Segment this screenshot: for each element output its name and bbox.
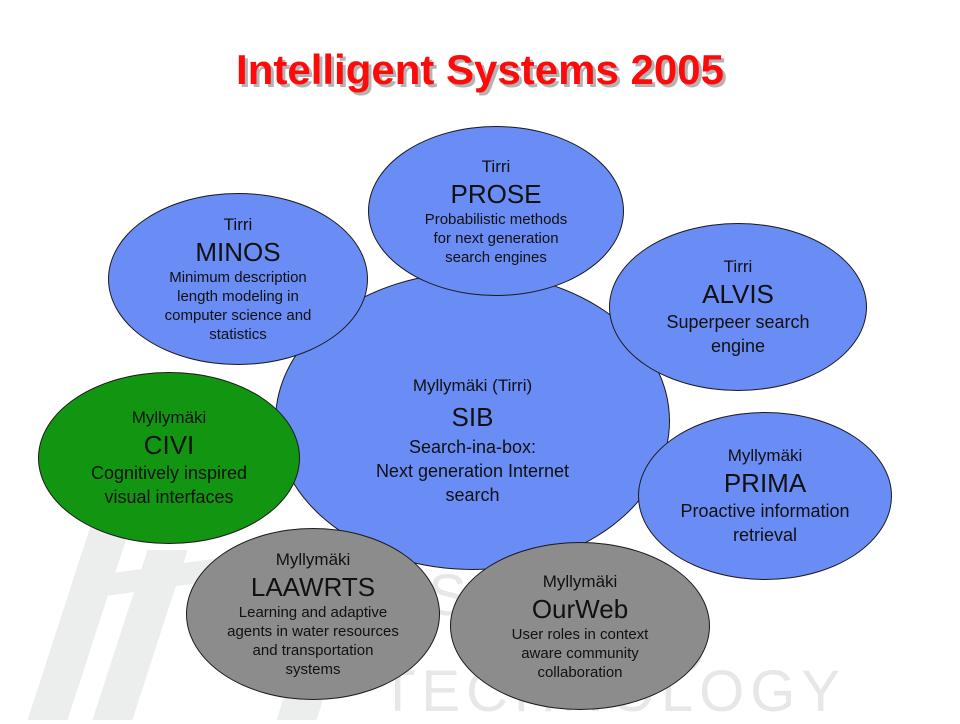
node-minos-desc-2: length modeling in — [177, 288, 299, 305]
node-laawrts-lead: Myllymäki — [275, 550, 351, 569]
node-sib-desc-2: Next generation Internet — [375, 461, 570, 481]
node-sib-desc-1: Search-ina-box: — [408, 437, 537, 457]
node-civi-desc-2: visual interfaces — [104, 487, 234, 507]
node-prima-desc-1: Proactive information — [680, 501, 850, 521]
node-laawrts-desc-2: agents in water resources — [227, 623, 399, 640]
node-alvis-name: ALVIS — [702, 279, 774, 309]
page-title: Intelligent Systems 2005 — [236, 46, 724, 93]
node-prose-desc-2: for next generation — [433, 229, 559, 247]
node-minos-lead: Tirri — [223, 215, 253, 234]
node-minos-desc-1: Minimum description — [169, 269, 307, 286]
node-sib-lead: Myllymäki (Tirri) — [412, 376, 533, 395]
node-prima-name: PRIMA — [723, 468, 807, 498]
node-prose: Tirri PROSE Probabilistic methods for ne… — [368, 126, 624, 296]
node-civi-name: CIVI — [143, 430, 195, 460]
node-civi: Myllymäki CIVI Cognitively inspired visu… — [38, 372, 300, 544]
node-alvis: Tirri ALVIS Superpeer search engine — [609, 223, 867, 391]
node-sib-desc-3: search — [445, 485, 500, 505]
node-alvis-desc-2: engine — [710, 336, 766, 356]
node-laawrts-desc-4: systems — [285, 661, 341, 678]
node-prose-lead: Tirri — [481, 156, 511, 176]
node-sib-name: SIB — [451, 402, 494, 432]
node-prima: Myllymäki PRIMA Proactive information re… — [638, 412, 892, 580]
node-ourweb-name: OurWeb — [531, 593, 629, 624]
node-civi-lead: Myllymäki — [131, 408, 207, 427]
node-prima-lead: Myllymäki — [727, 446, 803, 465]
node-minos-name: MINOS — [195, 237, 281, 267]
node-minos-desc-4: statistics — [209, 326, 267, 343]
node-alvis-desc-1: Superpeer search — [666, 312, 810, 332]
node-laawrts: Myllymäki LAAWRTS Learning and adaptive … — [186, 528, 440, 700]
node-ourweb-desc-1: User roles in context — [511, 625, 649, 643]
node-alvis-lead: Tirri — [723, 257, 753, 276]
node-prose-desc-1: Probabilistic methods — [424, 210, 568, 228]
node-laawrts-desc-1: Learning and adaptive — [238, 604, 388, 621]
node-minos: Tirri MINOS Minimum description length m… — [108, 193, 368, 365]
node-prose-name: PROSE — [450, 178, 542, 209]
node-laawrts-desc-3: and transportation — [252, 642, 374, 659]
node-prose-desc-3: search engines — [445, 248, 547, 266]
node-prima-desc-2: retrieval — [732, 525, 798, 545]
node-ourweb-lead: Myllymäki — [542, 571, 618, 591]
node-civi-desc-1: Cognitively inspired — [90, 463, 248, 483]
node-laawrts-name: LAAWRTS — [250, 572, 376, 602]
node-ourweb-desc-3: collaboration — [537, 663, 623, 681]
node-ourweb: Myllymäki OurWeb User roles in context a… — [450, 542, 710, 710]
node-minos-desc-3: computer science and — [164, 307, 312, 324]
node-ourweb-desc-2: aware community — [521, 644, 639, 662]
